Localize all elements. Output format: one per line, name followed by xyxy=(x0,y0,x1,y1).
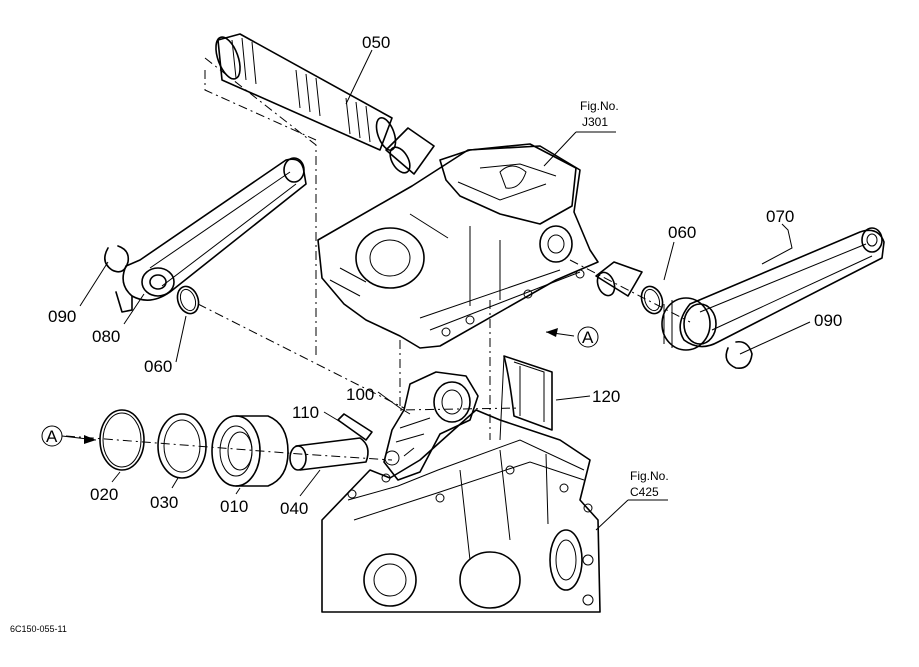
callout-100: 100 xyxy=(346,385,374,404)
bushing-right xyxy=(595,261,643,297)
view-marker-left: A xyxy=(41,425,97,447)
snap-ring-090-left xyxy=(104,245,130,273)
pin-110 xyxy=(337,413,373,441)
upper-housing xyxy=(317,143,599,349)
o-ring-060-right xyxy=(640,285,664,315)
lift-crank-100 xyxy=(383,371,479,481)
callout-090-right: 090 xyxy=(814,311,842,330)
centerline-left-arm xyxy=(197,303,405,409)
callout-110: 110 xyxy=(292,403,319,422)
centerline-housing-a xyxy=(399,340,521,411)
transmission-case xyxy=(321,409,601,613)
callout-040: 040 xyxy=(280,499,308,518)
callout-010: 010 xyxy=(220,497,248,516)
fig-ref-top-label: Fig.No. xyxy=(580,99,619,113)
boss-070 xyxy=(661,297,717,351)
centerline-right xyxy=(569,259,691,323)
piston-010 xyxy=(211,415,289,487)
callout-080: 080 xyxy=(92,327,120,346)
fig-ref-top-number: J301 xyxy=(582,115,608,129)
callout-050: 050 xyxy=(362,33,390,52)
view-marker-right: A xyxy=(545,326,599,348)
centerline-shaft-b xyxy=(204,70,317,141)
leader-lines xyxy=(79,49,811,531)
drawing-code: 6C150-055-11 xyxy=(10,624,67,634)
snap-ring-090-right xyxy=(725,340,753,370)
callout-030: 030 xyxy=(150,493,178,512)
callout-020: 020 xyxy=(90,485,118,504)
lift-arm-080 xyxy=(115,157,307,313)
callout-090-left: 090 xyxy=(48,307,76,326)
o-ring-060-left xyxy=(176,285,200,315)
view-marker-right-label: A xyxy=(582,328,594,347)
fig-ref-right-label: Fig.No. xyxy=(630,469,669,483)
callout-120: 120 xyxy=(592,387,620,406)
shaft-050 xyxy=(215,33,397,152)
plate-120 xyxy=(499,355,553,441)
callout-070: 070 xyxy=(766,207,794,226)
rod-040 xyxy=(289,437,369,471)
bushing-upper xyxy=(385,127,435,175)
view-marker-left-label: A xyxy=(46,427,58,446)
centerline-piston xyxy=(65,435,393,461)
centerline-shaft xyxy=(204,57,317,358)
o-ring-020 xyxy=(99,409,145,471)
fig-ref-right-number: C425 xyxy=(630,485,659,499)
callout-060-left: 060 xyxy=(144,357,172,376)
callout-060-right: 060 xyxy=(668,223,696,242)
lift-arm-070 xyxy=(679,227,885,348)
